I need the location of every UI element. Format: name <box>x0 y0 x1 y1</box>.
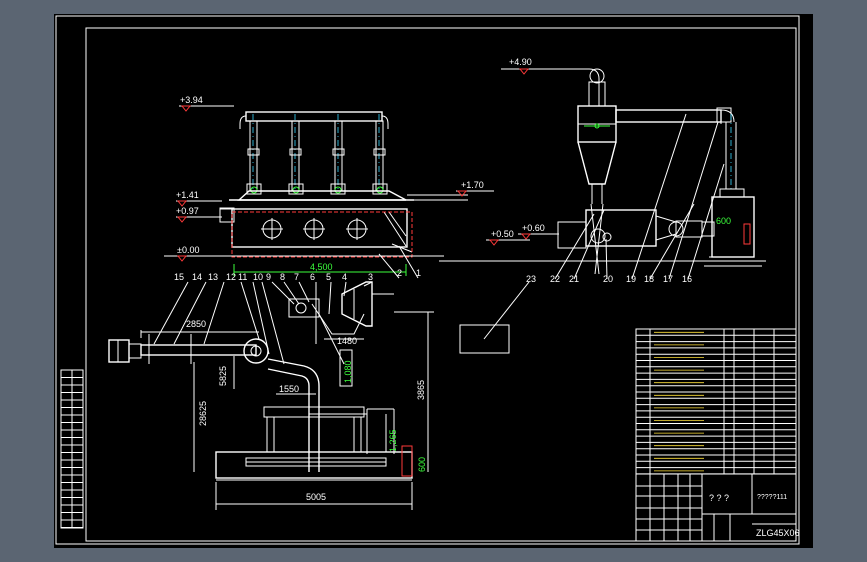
part-number-7: 7 <box>294 272 299 282</box>
callout-23-leader <box>483 281 530 340</box>
elevation-0-60: +0.60 <box>522 223 545 233</box>
dim-600-base: 600 <box>417 457 427 472</box>
part-number-9: 9 <box>266 272 271 282</box>
dim-2850: 2850 <box>186 319 206 329</box>
part-number-3: 3 <box>368 272 373 282</box>
elevation-4-90: +4.90 <box>509 57 532 67</box>
dryer-assembly: 4,500 <box>164 111 468 276</box>
part-number-23: 23 <box>526 274 536 284</box>
part-number-17: 17 <box>663 274 673 284</box>
dim-600-fan: 600 <box>716 216 731 226</box>
dim-3865: 3865 <box>416 380 426 400</box>
outer-frame <box>55 15 800 545</box>
part-number-1: 1 <box>416 268 421 278</box>
drawing-code: ZLG45X06 <box>756 528 800 538</box>
revision-strip <box>60 369 84 529</box>
conveyor-assembly: 2850 5825 1480 1,080 1550 28625 3865 <box>108 245 434 510</box>
part-number-11: 11 <box>238 272 247 282</box>
part-number-15: 15 <box>174 272 184 282</box>
elevation-0-50: +0.50 <box>491 229 514 239</box>
part-number-19: 19 <box>626 274 636 284</box>
part-number-18: 18 <box>644 274 654 284</box>
part-numbers-right: 23 22 21 20 19 18 17 16 <box>526 274 692 284</box>
title-block: ? ? ? ?????111 ZLG45X06 <box>635 473 800 542</box>
note-box <box>459 324 510 354</box>
part-number-12: 12 <box>226 272 236 282</box>
dim-28625: 28625 <box>198 401 208 426</box>
part-number-10: 10 <box>253 272 263 282</box>
part-number-8: 8 <box>280 272 285 282</box>
part-number-21: 21 <box>569 274 579 284</box>
part-number-22: 22 <box>550 274 560 284</box>
dim-5825: 5825 <box>218 366 228 386</box>
elevation-3-94: +3.94 <box>180 95 203 105</box>
part-number-6: 6 <box>310 272 315 282</box>
elevation-1-41: +1.41 <box>176 190 199 200</box>
part-number-13: 13 <box>208 272 218 282</box>
part-number-4: 4 <box>342 272 347 282</box>
title-chars: ? ? ? <box>709 493 729 503</box>
elevation-markers-left: +3.94 +1.41 +0.97 ±0.00 +1.70 <box>176 95 494 262</box>
dim-1080: 1,080 <box>343 360 353 383</box>
dim-1480: 1480 <box>337 336 357 346</box>
part-number-2: 2 <box>397 268 402 278</box>
inner-frame <box>85 27 797 542</box>
part-number-16: 16 <box>682 274 692 284</box>
bill-of-materials <box>635 328 797 475</box>
dim-4500: 4,500 <box>310 262 333 272</box>
elevation-0-00: ±0.00 <box>177 245 199 255</box>
part-number-14: 14 <box>192 272 202 282</box>
drawing-number: ?????111 <box>757 494 787 501</box>
dim-1265: 1,265 <box>388 429 398 452</box>
dim-5005: 5005 <box>306 492 326 502</box>
part-number-5: 5 <box>326 272 331 282</box>
elevation-1-70: +1.70 <box>461 180 484 190</box>
elevation-0-97: +0.97 <box>176 206 199 216</box>
dim-1550: 1550 <box>279 384 299 394</box>
part-number-20: 20 <box>603 274 613 284</box>
cyclone-assembly: +4.90 600 <box>439 57 766 280</box>
